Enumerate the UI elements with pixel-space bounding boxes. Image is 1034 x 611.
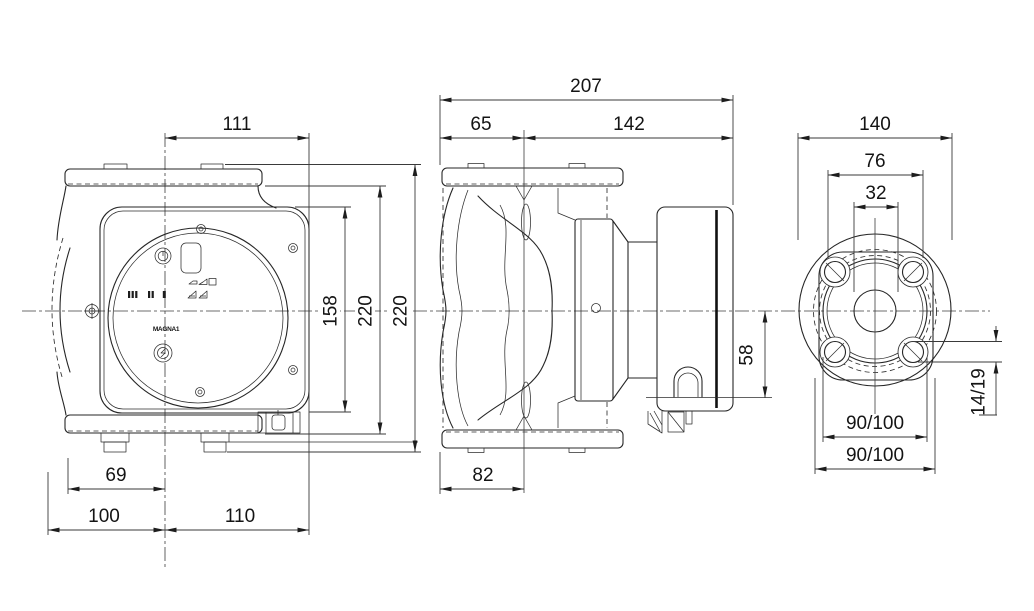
dim-bore-label: 32 [865,183,886,204]
rear-view: 140 76 32 90/100 [797,114,1002,474]
cable-gland [673,366,703,398]
centerlines [22,133,990,570]
dim-height-outer-label: 220 [391,295,412,327]
dim-axis-to-bottom: 58 [737,311,768,398]
dim-flange-to-axis: 65 [440,114,524,141]
dim-base-left-total-label: 100 [88,506,120,527]
dim-bolt-circle-1: 90/100 [822,357,928,442]
dim-housing: 140 [797,114,953,240]
front-dimensions: 111 158 220 220 [47,114,421,535]
side-clamp-ring [574,218,629,402]
pump-mode-icons [187,278,217,299]
dim-height-inner: 220 [265,185,386,435]
dim-width-top-label: 111 [223,114,252,135]
front-top-flange [64,163,263,187]
cable-connector [647,410,693,434]
dim-housing-label: 140 [859,114,891,135]
dim-bolt-hole: 14/19 [912,326,1002,416]
dim-bore: 32 [853,183,899,292]
dim-bolt-hole-label: 14/19 [969,368,990,416]
side-bottom-flange [441,415,624,453]
dim-height-outer: 220 [225,164,421,453]
dim-base-right-label: 110 [225,506,255,527]
vent-hole [591,303,601,313]
power-button-icon [154,247,172,265]
eye-button-icon [153,343,173,363]
dim-base-left: 69 [67,458,165,494]
front-screws [84,224,298,397]
side-volute-outline [439,187,576,429]
dim-axis-to-box-label: 142 [613,114,645,135]
front-terminal-block [257,410,301,434]
side-control-box [646,206,772,434]
side-top-flange [441,163,624,201]
product-label: MAGNA1 [153,326,180,333]
dim-height-mid-label: 158 [321,295,342,327]
dim-base-left-label: 69 [105,465,126,486]
side-view: 207 65 142 82 58 [439,76,772,494]
rear-dimensions: 140 76 32 90/100 [797,114,1002,474]
flange-body [818,251,934,381]
dim-base-left-total: 100 [47,472,165,535]
bolt-holes [823,260,925,364]
dim-axis-to-box: 142 [524,114,733,141]
dim-axis-to-bottom-label: 58 [737,344,758,365]
dim-body-label: 76 [864,151,885,172]
dim-side-base-label: 82 [472,465,493,486]
dim-bolt-circle-2: 90/100 [814,378,936,474]
dim-total-depth: 207 [440,76,733,103]
dim-flange-to-axis-label: 65 [470,114,491,135]
dim-total-depth-label: 207 [570,76,602,97]
led-bars-icon [128,291,166,298]
dim-base-right: 110 [165,506,309,533]
dim-body: 76 [827,151,924,258]
front-view: MAGNA1 111 158 [47,114,421,535]
dim-height-mid: 158 [295,206,351,413]
side-motor [627,241,658,379]
dim-height-inner-label: 220 [356,295,377,327]
dim-bolt-circle-2-label: 90/100 [846,445,904,466]
dim-width-top: 111 [165,114,309,141]
side-hidden-pipe [442,188,608,428]
front-bottom-flange [64,414,418,453]
front-control-panel: MAGNA1 [128,242,217,363]
display-window [180,242,202,274]
front-body [99,206,310,414]
front-volute-outline [51,185,277,416]
side-dimensions: 207 65 142 82 58 [439,76,768,494]
dim-side-base: 82 [439,452,524,494]
dim-bolt-circle-1-label: 90/100 [846,413,904,434]
